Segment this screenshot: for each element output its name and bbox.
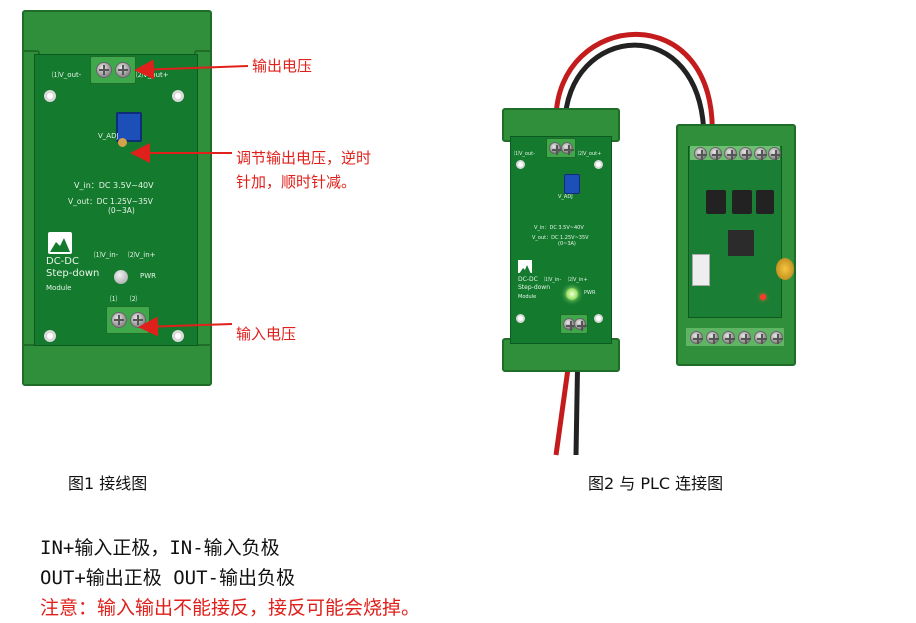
brand-line3: Module — [46, 284, 72, 292]
mounting-hole — [44, 90, 56, 102]
screw-icon — [115, 62, 131, 78]
buzzer-icon — [776, 258, 794, 280]
vout-spec: V_out：DC 1.25V~35V — [68, 197, 153, 206]
brand-line2: Step-down — [518, 284, 551, 291]
pwr-label: PWR — [584, 290, 596, 296]
mounting-hole — [594, 314, 603, 323]
brand-logo — [48, 232, 72, 254]
output-terminal[interactable] — [90, 56, 136, 84]
adjust-screw-icon — [118, 138, 127, 147]
brand-line2: Step-down — [46, 268, 100, 279]
screw-icon — [770, 331, 783, 344]
out-minus-label: ⑴V_out- — [514, 151, 535, 157]
mountain-icon — [50, 238, 70, 252]
screw-icon — [561, 142, 574, 155]
pwr-label: PWR — [140, 272, 157, 280]
relay-chip — [706, 190, 726, 214]
term-2-label: ⑵ — [130, 295, 137, 303]
adj-label: V_ADJ — [98, 132, 119, 140]
screw-icon — [549, 142, 562, 155]
input-terminal[interactable] — [560, 314, 588, 334]
figure2-dcdc-photo: ⑴V_out- ⑵V_out+ V_ADJ V_in：DC 3.5V~40V V… — [502, 108, 620, 372]
screw-icon — [754, 147, 767, 160]
out-minus-label: ⑴V_out- — [52, 71, 82, 79]
callout-output-voltage: 输出电压 — [252, 57, 313, 75]
vout-spec: V_out：DC 1.25V~35V — [532, 235, 589, 241]
mounting-hole — [172, 90, 184, 102]
din-rail-bottom — [22, 338, 212, 386]
figure2-plc-photo — [676, 124, 796, 366]
screw-icon — [738, 331, 751, 344]
arrow-input-voltage — [138, 316, 233, 337]
screw-icon — [111, 312, 127, 328]
screw-icon — [754, 331, 767, 344]
term-1-label: ⑴ — [110, 295, 117, 303]
potentiometer[interactable] — [564, 174, 580, 194]
in-plus-label: ⑵V_in+ — [128, 251, 156, 259]
output-terminal[interactable] — [546, 138, 576, 158]
figure2-caption: 图2 与 PLC 连接图 — [588, 474, 724, 493]
note-in-polarity: IN+输入正极，IN-输入负极 — [40, 537, 280, 559]
note-warning: 注意：输入输出不能接反，接反可能会烧掉。 — [40, 597, 421, 619]
in-plus-label: ⑵V_in+ — [568, 277, 588, 283]
screw-icon — [724, 147, 737, 160]
callout-input-voltage: 输入电压 — [236, 325, 297, 343]
vin-spec: V_in：DC 3.5V~40V — [534, 225, 584, 231]
vout-current: (0~3A) — [108, 206, 135, 215]
screw-icon — [694, 147, 707, 160]
callout-adjust-line1: 调节输出电压，逆时 — [236, 149, 372, 167]
brand-line1: DC-DC — [518, 276, 538, 283]
figure1-photo: ⑴V_out- ⑵V_out+ V_ADJ V_in：DC 3.5V~40V V… — [22, 10, 212, 386]
mounting-hole — [516, 314, 525, 323]
pcb-board — [510, 136, 612, 344]
out-plus-label: ⑵V_out+ — [578, 151, 602, 157]
brand-line3: Module — [518, 294, 537, 300]
screw-icon — [706, 331, 719, 344]
mounting-hole — [44, 330, 56, 342]
mounting-hole — [172, 330, 184, 342]
screw-icon — [690, 331, 703, 344]
controller-chip — [728, 230, 754, 256]
pcb-board — [34, 54, 198, 346]
screw-icon — [722, 331, 735, 344]
in-minus-label: ⑴V_in- — [94, 251, 119, 259]
figure1-caption: 图1 接线图 — [68, 474, 148, 493]
plc-bottom-terminals[interactable] — [686, 328, 784, 346]
screw-icon — [709, 147, 722, 160]
status-led-icon — [760, 294, 766, 300]
arrow-output-voltage — [134, 59, 249, 80]
relay-chip — [732, 190, 752, 214]
mounting-hole — [594, 160, 603, 169]
relay-chip — [756, 190, 774, 214]
screw-icon — [574, 318, 587, 331]
adj-label: V_ADJ — [558, 194, 573, 200]
screw-icon — [768, 147, 781, 160]
brand-line1: DC-DC — [46, 256, 79, 267]
in-minus-label: ⑴V_in- — [544, 277, 562, 283]
mounting-hole — [516, 160, 525, 169]
potentiometer[interactable] — [116, 112, 142, 142]
note-out-polarity: OUT+输出正极 OUT-输出负极 — [40, 567, 295, 589]
power-led-icon — [114, 270, 128, 284]
screw-icon — [96, 62, 112, 78]
screw-icon — [739, 147, 752, 160]
plc-top-terminals[interactable] — [690, 146, 781, 160]
vin-spec: V_in：DC 3.5V~40V — [74, 181, 154, 190]
brand-logo — [518, 260, 532, 274]
connector — [692, 254, 710, 286]
mountain-icon — [519, 265, 531, 274]
power-led-icon — [566, 288, 578, 300]
vout-current: (0~3A) — [558, 241, 576, 247]
callout-adjust-line2: 针加，顺时针减。 — [236, 173, 357, 191]
